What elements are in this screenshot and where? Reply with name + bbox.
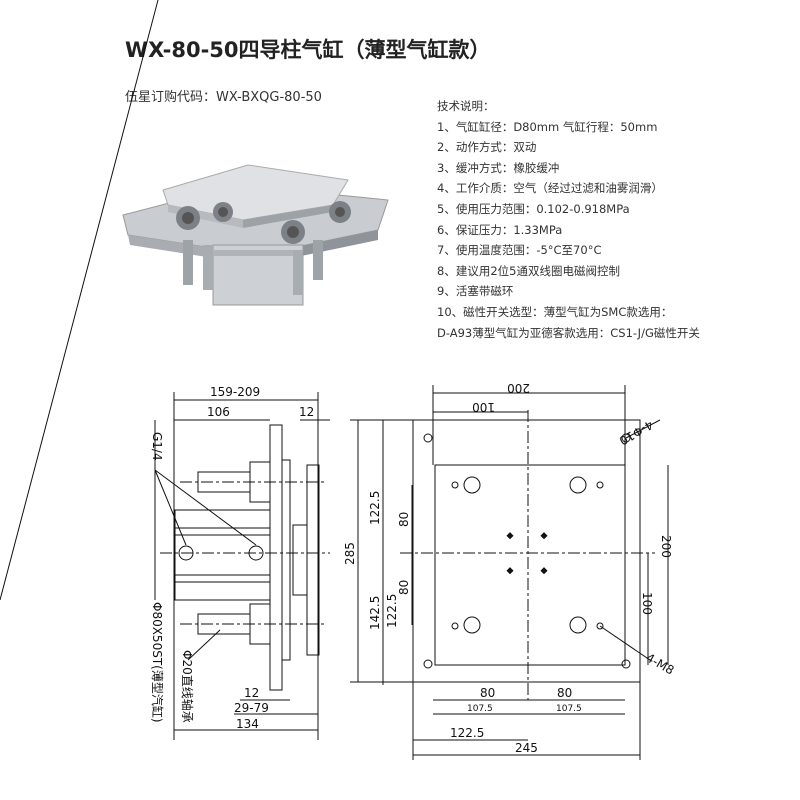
dim-width-top: 200 (507, 381, 530, 395)
dim-plate: 12 (299, 405, 314, 419)
dim-bottom-right-sub: 107.5 (556, 704, 582, 714)
front-view (350, 385, 669, 760)
spec-item: 1、气缸缸径：D80mm 气缸行程：50mm (437, 119, 658, 134)
dim-upper-offset: 122.5 (368, 491, 382, 525)
bearing-label: Φ20直线轴承 (180, 650, 195, 723)
cylinder-label: Φ80X50ST(薄型汽缸) (150, 602, 165, 723)
dim-lower-half: 80 (397, 580, 411, 595)
dim-upper-half: 80 (397, 512, 411, 527)
dim-total: 134 (236, 717, 259, 731)
dim-height: 285 (343, 542, 357, 565)
spec-item: 8、建议用2位5通双线圈电磁阀控制 (437, 263, 620, 278)
spec-item: 10、磁性开关选型：薄型气缸为SMC款选用： (437, 304, 673, 319)
dim-plate-bottom: 12 (244, 686, 259, 700)
specs-heading: 技术说明： (437, 99, 495, 113)
spec-item: 6、保证压力：1.33MPa (437, 222, 563, 237)
dim-lower-total: 142.5 (368, 596, 382, 630)
port-label: G1/4 (150, 432, 164, 461)
dim-overall: 159-209 (210, 385, 260, 399)
spec-item: 3、缓冲方式：橡胶缓冲 (437, 160, 560, 175)
dim-right-height: 200 (659, 535, 673, 558)
dim-bottom-left: 80 (480, 686, 495, 700)
dim-width-bottom: 245 (515, 741, 538, 755)
side-view (0, 0, 330, 740)
tech-specs: 技术说明： 1、气缸缸径：D80mm 气缸行程：50mm 2、动作方式：双动 3… (437, 96, 700, 343)
dim-lower-offset: 122.5 (385, 594, 399, 628)
spec-item: 5、使用压力范围：0.102-0.918MPa (437, 201, 630, 216)
order-code: 伍星订购代码：WX-BXQG-80-50 (125, 90, 322, 105)
dim-bottom-left-sub: 107.5 (467, 704, 493, 714)
dim-half-top: 100 (472, 400, 495, 414)
spec-item: 9、活塞带磁环 (437, 284, 514, 299)
dim-bottom-right: 80 (557, 686, 572, 700)
product-photo (122, 164, 389, 306)
page-title: WX-80-50四导柱气缸（薄型气缸款） (125, 38, 491, 62)
spec-item: 2、动作方式：双动 (437, 140, 537, 155)
holes-label: 4-Φ10 (617, 417, 656, 447)
spec-item: D-A93薄型气缸为亚德客款选用：CS1-J/G磁性开关 (437, 325, 700, 340)
spec-item: 4、工作介质：空气（经过过滤和油雾润滑） (437, 181, 663, 196)
dim-bottom-offset: 122.5 (450, 726, 484, 740)
spec-item: 7、使用温度范围：-5°C至70°C (437, 243, 602, 258)
dim-body: 106 (207, 405, 230, 419)
dim-right-half: 100 (640, 592, 654, 615)
thread-label: 4-M8 (644, 650, 677, 677)
dim-stroke: 29-79 (234, 701, 269, 715)
